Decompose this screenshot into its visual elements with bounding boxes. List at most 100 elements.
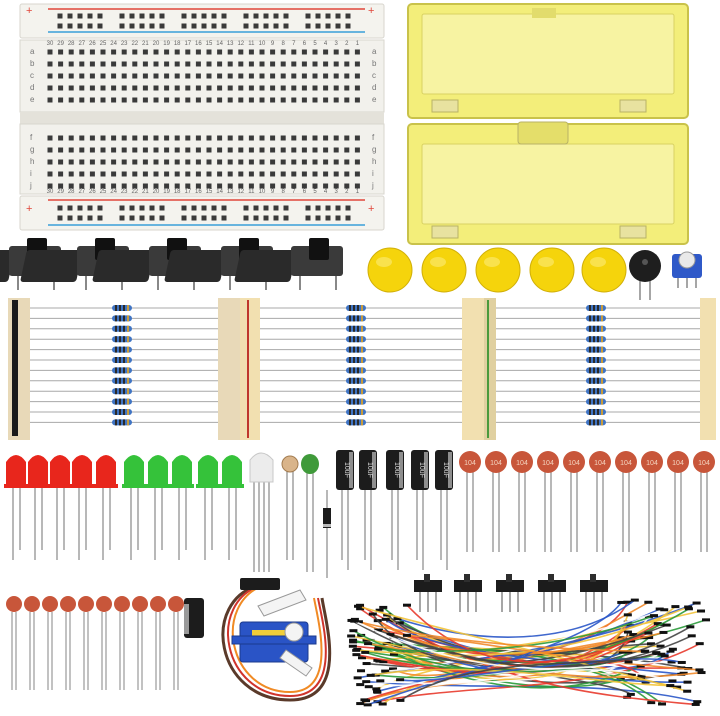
capacitor-label: 104 xyxy=(490,460,502,467)
ceramic-capacitor-body xyxy=(168,596,184,612)
breadboard-hole xyxy=(217,135,223,141)
rail-hole xyxy=(283,205,289,211)
breadboard-hole xyxy=(217,49,223,55)
breadboard-hole xyxy=(142,49,148,55)
jumper-tip xyxy=(389,667,398,671)
breadboard-hole xyxy=(185,135,191,141)
breadboard-hole xyxy=(227,97,233,103)
jumper-tip xyxy=(356,683,365,687)
slide-switch-body xyxy=(414,580,442,592)
jumper-tip xyxy=(362,680,371,684)
column-number: 30 xyxy=(47,41,54,47)
resistor-band xyxy=(357,377,359,384)
center-channel xyxy=(20,112,384,124)
breadboard-hole xyxy=(301,171,307,177)
breadboard-hole xyxy=(323,85,329,91)
breadboard-hole xyxy=(185,147,191,153)
led-body xyxy=(96,455,116,484)
breadboard-holes xyxy=(47,13,360,221)
breadboard-hole xyxy=(280,135,286,141)
resistor-band xyxy=(593,409,595,415)
jumper-tip xyxy=(362,662,371,666)
breadboard-hole xyxy=(344,61,350,67)
breadboard-hole xyxy=(206,97,212,103)
resistor-band xyxy=(601,377,603,384)
jumper-wire xyxy=(399,651,657,702)
breadboard-hole xyxy=(270,135,276,141)
rail-hole xyxy=(305,205,311,211)
breadboard-hole xyxy=(58,183,64,189)
resistor-tape xyxy=(218,298,240,440)
resistor-tape xyxy=(484,298,496,440)
jumper-tip xyxy=(376,679,385,683)
breadboard-hole xyxy=(111,97,117,103)
resistor-band xyxy=(353,336,355,343)
resistor-band xyxy=(593,388,595,395)
resistor-band xyxy=(127,346,129,353)
breadboard-hole xyxy=(301,85,307,91)
jumper-tip xyxy=(693,700,702,704)
jumper-tip xyxy=(379,660,388,664)
breadboard-hole xyxy=(280,49,286,55)
ceramic-capacitor-body xyxy=(60,596,76,612)
breadboard-hole xyxy=(153,49,159,55)
breadboard-hole xyxy=(323,49,329,55)
rail-hole xyxy=(283,13,289,19)
button-cap-highlight xyxy=(538,257,554,267)
capacitor-stripe xyxy=(372,452,376,488)
breadboard-hole xyxy=(280,147,286,153)
resistor-band xyxy=(597,305,599,311)
breadboard-hole xyxy=(238,85,244,91)
button-cap xyxy=(367,247,413,293)
breadboard-hole xyxy=(354,97,360,103)
resistor-band xyxy=(593,346,595,353)
breadboard-hole xyxy=(132,61,138,67)
resistor-band xyxy=(593,305,595,311)
breadboard-hole xyxy=(111,49,117,55)
breadboard-hole xyxy=(142,135,148,141)
jumper-tip xyxy=(366,673,375,677)
breadboard-hole xyxy=(217,85,223,91)
breadboard-hole xyxy=(47,49,53,55)
led-body xyxy=(124,455,144,484)
breadboard-hole xyxy=(68,159,74,165)
capacitor-label: 104 xyxy=(698,460,710,467)
row-letter: a xyxy=(30,47,35,56)
breadboard-hole xyxy=(312,85,318,91)
resistor-band xyxy=(593,367,595,374)
rail-hole xyxy=(181,13,187,19)
rail-hole xyxy=(57,23,63,29)
button-cap-highlight xyxy=(376,257,392,267)
led-rim xyxy=(94,484,118,488)
column-number: 1 xyxy=(356,41,360,47)
breadboard-hole xyxy=(100,183,106,189)
rail-hole xyxy=(149,23,155,29)
jumper-tip xyxy=(637,674,646,678)
breadboard-hole xyxy=(206,135,212,141)
button-cap xyxy=(529,247,575,293)
rail-hole xyxy=(159,23,165,29)
resistor-band xyxy=(597,409,599,415)
breadboard-hole xyxy=(312,171,318,177)
jumper-tip xyxy=(659,630,668,634)
breadboard-hole xyxy=(195,159,201,165)
jumper-tip xyxy=(617,600,626,604)
breadboard-hole xyxy=(185,97,191,103)
terminal-strip-top xyxy=(19,39,385,113)
resistor-band xyxy=(353,357,355,363)
column-number: 18 xyxy=(174,41,181,47)
rail-plus-label: + xyxy=(368,203,374,215)
rail-hole xyxy=(97,205,103,211)
column-number: 23 xyxy=(121,41,128,47)
rail-hole xyxy=(211,23,217,29)
ceramic-capacitor-body xyxy=(485,451,507,473)
jumper-tip xyxy=(402,633,411,637)
breadboard-hole xyxy=(89,171,95,177)
capacitor-label: 104 xyxy=(672,460,684,467)
resistor-band xyxy=(361,388,363,395)
breadboard-hole xyxy=(89,159,95,165)
rail-hole xyxy=(325,23,331,29)
breadboard-hole xyxy=(79,183,85,189)
resistor-band xyxy=(119,398,121,405)
